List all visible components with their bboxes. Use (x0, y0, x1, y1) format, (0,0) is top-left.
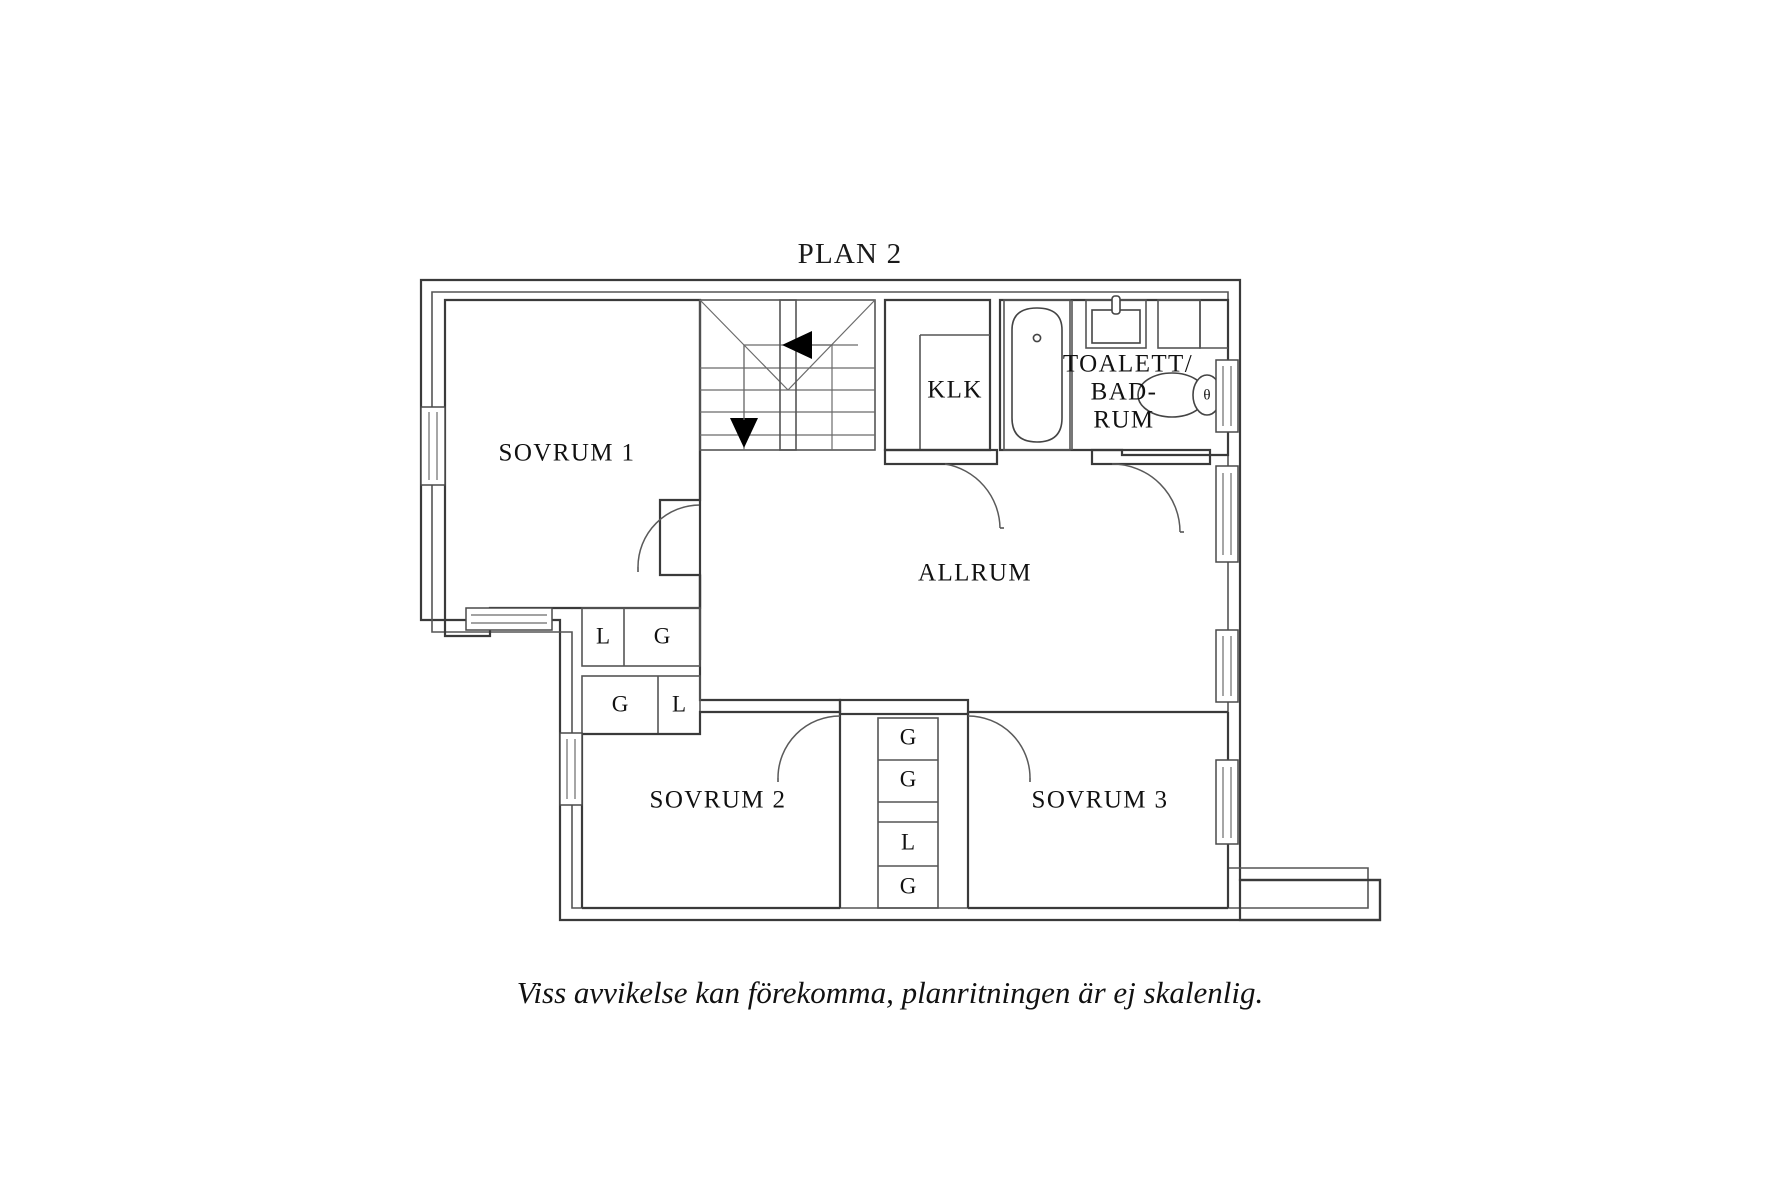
room-label-allrum: ALLRUM (918, 560, 1032, 587)
window-sovrum-1-south (465, 607, 553, 631)
closet-label-center-g2: G (900, 766, 917, 791)
window-sovrum-3-east (1215, 759, 1239, 845)
closet-row-upper: L G (581, 607, 701, 667)
room-label-sovrum-3: SOVRUM 3 (1032, 787, 1169, 814)
closet-label-upper-g: G (654, 623, 671, 648)
door-swing-klk (944, 463, 1001, 529)
room-toalett-badrum: θ TOALETT/ BAD- RUM (998, 295, 1230, 533)
bathtub-fixture (1003, 299, 1071, 451)
room-label-toalett-line2: BAD- (1091, 379, 1158, 406)
closet-label-lower-l: L (672, 691, 686, 716)
closet-label-center-g3: G (900, 873, 917, 898)
room-sovrum-3: SOVRUM 3 (966, 710, 1230, 910)
window-allrum-east-lower (1215, 629, 1239, 703)
closet-label-center-g1: G (900, 724, 917, 749)
room-label-klk: KLK (927, 377, 983, 404)
bathroom-cabinet (1157, 299, 1201, 349)
door-swing-sovrum-2 (777, 715, 841, 779)
stair-down-arrow (730, 418, 758, 448)
closet-label-lower-g: G (612, 691, 629, 716)
window-bathroom-east (1215, 359, 1239, 433)
room-sovrum-1: SOVRUM 1 (443, 298, 702, 638)
room-label-toalett-line3: RUM (1093, 407, 1154, 434)
window-sovrum-2-west (559, 732, 583, 806)
room-klk: KLK (883, 298, 1004, 529)
closet-label-upper-l: L (596, 623, 610, 648)
door-swing-sovrum-1 (637, 504, 701, 568)
room-label-toalett-line1: TOALETT/ (1063, 351, 1193, 378)
window-sovrum-1-west (420, 406, 446, 486)
window-allrum-east-upper (1215, 465, 1239, 563)
stair-up-arrow (782, 331, 812, 359)
plan-disclaimer-caption: Viss avvikelse kan förekomma, planritnin… (516, 975, 1264, 1010)
closet-column-center: G G L G (838, 698, 970, 909)
room-sovrum-2: SOVRUM 2 (580, 710, 842, 910)
staircase-symbol (699, 299, 876, 451)
room-allrum: ALLRUM (698, 500, 1032, 712)
door-swing-sovrum-3 (967, 715, 1031, 779)
door-swing-bathroom (1111, 463, 1181, 533)
room-label-sovrum-1: SOVRUM 1 (499, 440, 636, 467)
closet-row-lower: G L (581, 675, 701, 735)
washbasin-fixture (1085, 295, 1147, 349)
svg-text:θ: θ (1203, 387, 1210, 403)
page-title: PLAN 2 (797, 238, 903, 270)
room-label-sovrum-2: SOVRUM 2 (650, 787, 787, 814)
terrace-ledge (1238, 878, 1382, 922)
closet-label-center-l: L (901, 829, 915, 854)
